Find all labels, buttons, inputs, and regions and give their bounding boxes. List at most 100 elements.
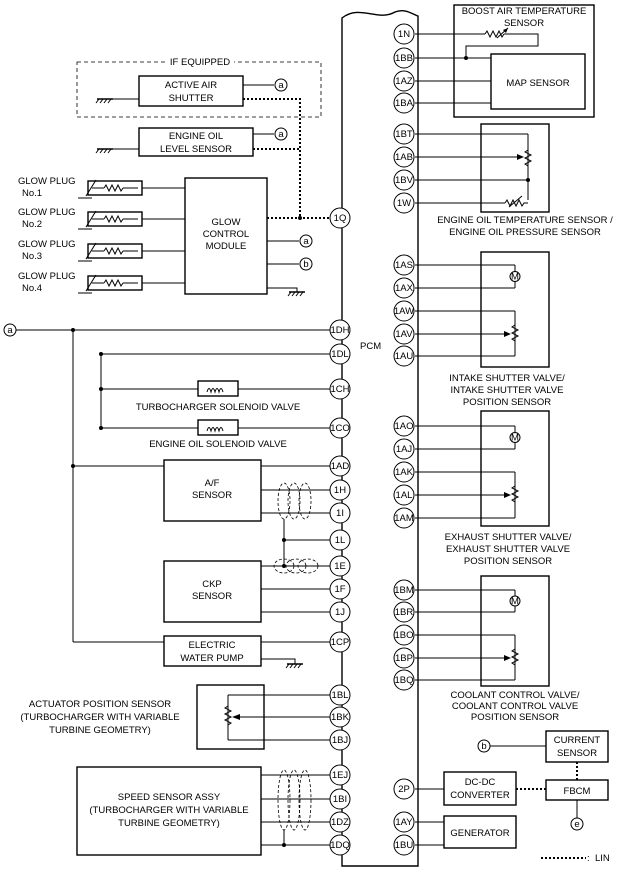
pcm-pin-label: 1BJ (332, 735, 349, 746)
pcm-pin-label: 1DL (331, 349, 348, 360)
pcm-pin: 1DZ (329, 811, 351, 833)
active-air-shutter-label-2: SHUTTER (169, 93, 214, 104)
engine-oil-level-sensor-box (138, 127, 254, 157)
glow-control-module-label-3: MODULE (206, 241, 247, 252)
intake-shutter-label-3: POSITION SENSOR (463, 397, 551, 408)
active-air-shutter-label-1: ACTIVE AIR (165, 80, 217, 91)
glow-control-module-label-1: GLOW (211, 217, 240, 228)
pcm-pin-label: 1F (334, 584, 345, 595)
motor-label: M (511, 433, 519, 444)
ckp-shield-1 (273, 558, 295, 574)
pcm-pin-label: 1Q (334, 213, 347, 224)
glow-plug-2 (78, 210, 185, 230)
pcm-pin-label: 1J (335, 607, 345, 618)
electric-water-pump-label-1: ELECTRIC (189, 640, 236, 651)
pcm-pin-label: 1BV (395, 175, 414, 186)
af-shield-1 (277, 482, 291, 520)
oil-temp-pressure-box (480, 123, 550, 213)
motor-icon (509, 271, 521, 282)
pcm-pin: 1W (393, 192, 415, 214)
pcm-left-pins: 1Q1DH1DL1CH1CO1AD1H1I1L1E1F1J1CP1BL1BK1B… (329, 207, 351, 856)
connector-b-glow (299, 257, 313, 271)
dcdc-converter-box (443, 771, 517, 806)
pcm-pin: 1E (329, 555, 351, 577)
electric-water-pump-label-2: WATER PUMP (180, 653, 243, 664)
pcm-pin: 1BJ (329, 729, 351, 751)
ckp-sensor-box (163, 560, 262, 623)
exhaust-shutter-label-3: POSITION SENSOR (464, 556, 552, 567)
connector-e-label: e (574, 819, 579, 830)
pcm-pin: 1DL (329, 343, 351, 365)
map-sensor-label: MAP SENSOR (506, 78, 569, 89)
ckp-sensor-label-1: CKP (202, 579, 222, 590)
pcm-pin: 1DH (329, 319, 351, 341)
pcm-pin: 1N (393, 23, 415, 45)
pcm-pin: 1AV (393, 323, 415, 345)
engine-oil-solenoid-label: ENGINE OIL SOLENOID VALVE (149, 439, 287, 450)
pcm-pin: 1BA (393, 92, 415, 114)
glow-plug-1-label-2: No.1 (22, 188, 42, 199)
glow-plug-2-label-2: No.2 (22, 219, 42, 230)
pcm-pin: 1BI (329, 788, 351, 810)
pcm-pin: 1CO (329, 417, 351, 439)
pcm-pin-label: 1AV (395, 329, 413, 340)
coolant-control-label-2: COOLANT CONTROL VALVE (452, 701, 578, 712)
pcm-pin: 1AY (393, 811, 415, 833)
pcm-pin: 1CH (329, 378, 351, 400)
pcm-pin-label: 1BB (395, 53, 413, 64)
pcm-pin: 1J (329, 601, 351, 623)
pcm-pin: 1I (329, 502, 351, 524)
pcm-pin-label: 1BQ (394, 675, 413, 686)
pcm-pin-label: 1L (335, 535, 346, 546)
glow-plug-group: GLOW PLUG No.1 GLOW PLUG No.2 GLOW PLUG … (18, 176, 185, 294)
boost-air-temp-label-2: SENSOR (504, 18, 544, 29)
coolant-control-label-3: POSITION SENSOR (471, 712, 559, 723)
pcm-pin-label: 1N (398, 29, 410, 40)
pcm-pin-label: 1E (334, 561, 346, 572)
pcm-pin-label: 1AS (395, 260, 413, 271)
pcm-pin-label: 1CP (331, 637, 349, 648)
pcm-pin-label: 1I (336, 508, 344, 519)
connector-a-glow (299, 234, 313, 248)
af-shield-3 (298, 482, 312, 520)
motor-label: M (511, 272, 519, 283)
pcm-pin-label: 1AZ (395, 76, 413, 87)
pcm-pin: 1BB (393, 47, 415, 69)
pcm-pin-label: 1AB (395, 152, 413, 163)
pcm-pin: 1AL (393, 484, 415, 506)
pcm-pin: 1AX (393, 277, 415, 299)
pcm-pin-label: 1AU (395, 351, 414, 362)
pcm-pin-label: 1AJ (396, 444, 413, 455)
pcm-pin: 1DQ (329, 834, 351, 856)
turbocharger-solenoid-coil (197, 380, 239, 397)
speed-shield-2 (287, 769, 301, 831)
pcm-pin-label: 1AL (396, 490, 413, 501)
pcm-pin-label: 1BM (394, 585, 414, 596)
turbocharger-solenoid-label: TURBOCHARGER SOLENOID VALVE (136, 402, 300, 413)
pcm-pin: 1AB (393, 146, 415, 168)
pcm-pin: 1BP (393, 647, 415, 669)
generator-label: GENERATOR (450, 828, 509, 839)
engine-oil-solenoid-coil (197, 419, 239, 436)
pcm-pin-label: 1DQ (330, 840, 350, 851)
active-air-shutter-box (138, 75, 244, 107)
dcdc-converter-label-1: DC-DC (465, 777, 496, 788)
electric-water-pump-box (163, 635, 262, 667)
pcm-pin-label: 1AW (394, 306, 414, 317)
motor-icon (509, 432, 521, 443)
pcm-label: PCM (360, 341, 381, 352)
glow-plug-1-label-1: GLOW PLUG (18, 176, 76, 187)
pcm-pin-label: 1AX (395, 283, 414, 294)
pcm-pin: 1BQ (393, 669, 415, 691)
pcm-pin-label: 1BK (331, 712, 350, 723)
pcm-pin: 1CP (329, 631, 351, 653)
if-equipped-label: IF EQUIPPED (170, 57, 230, 68)
pcm-pin: 1EJ (329, 764, 351, 786)
connector-a-active-air (274, 78, 288, 92)
ckp-shield-3 (297, 558, 319, 574)
pcm-pin: 1AK (393, 461, 415, 483)
pcm-pin: 1F (329, 578, 351, 600)
pcm-pin: 2P (393, 778, 415, 800)
exhaust-shutter-label-2: EXHAUST SHUTTER VALVE (446, 544, 570, 555)
